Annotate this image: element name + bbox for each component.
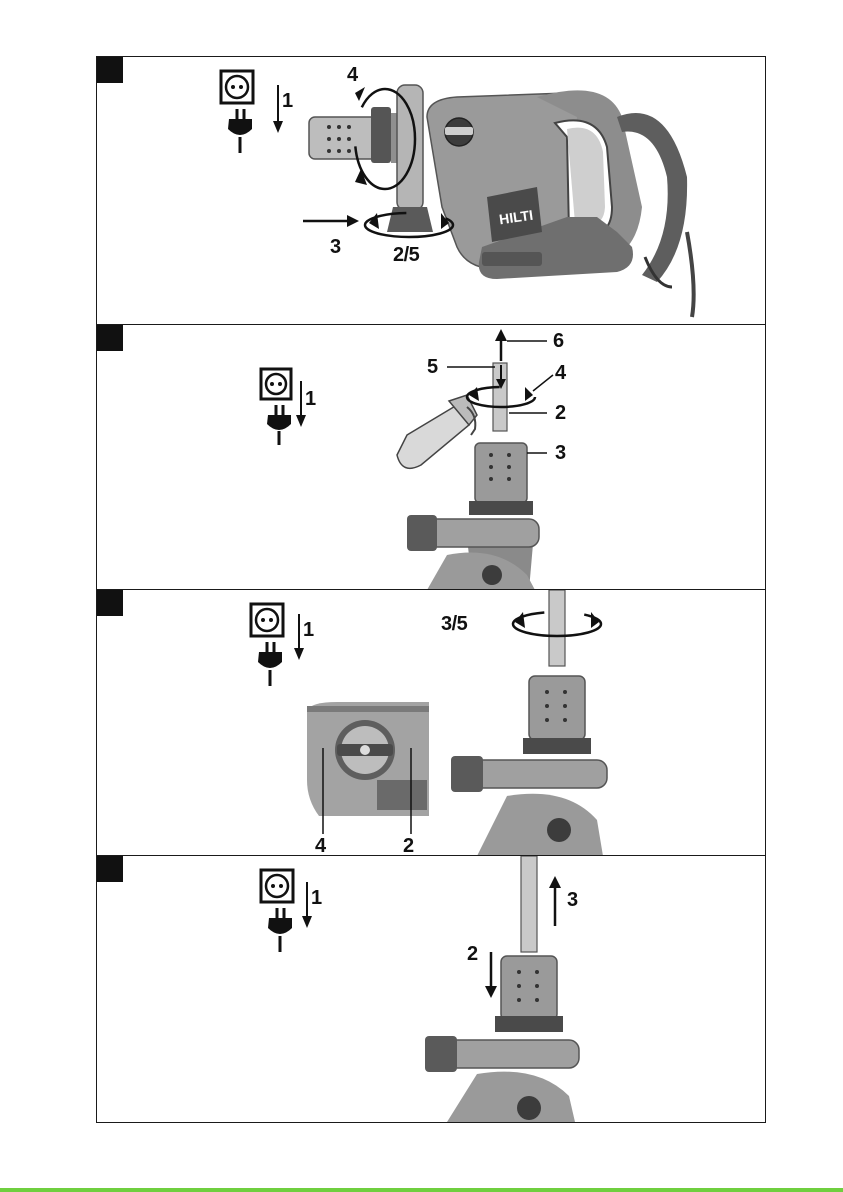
panel-2-illustration: 1 bbox=[97, 325, 765, 590]
figure-frame: 1 HILTI bbox=[96, 56, 766, 1123]
straight-arrow-icon bbox=[303, 215, 359, 227]
power-plug-icon bbox=[268, 908, 292, 952]
callout-4: 4 bbox=[315, 835, 327, 856]
callout-3: 3 bbox=[330, 236, 341, 258]
hammer-drill-illustration: HILTI bbox=[309, 85, 694, 317]
callout-2: 2 bbox=[403, 835, 414, 856]
power-socket-icon bbox=[261, 870, 293, 902]
callout-3-5: 3/5 bbox=[441, 613, 468, 635]
panel-3: 1 4 2 bbox=[97, 590, 765, 856]
power-plug-icon bbox=[258, 642, 282, 686]
callout-5: 5 bbox=[427, 356, 438, 378]
callout-2-5: 2/5 bbox=[393, 244, 420, 266]
callout-4: 4 bbox=[555, 362, 567, 384]
callout-1: 1 bbox=[303, 619, 314, 641]
power-socket-icon bbox=[251, 604, 283, 636]
chuck-illustration bbox=[407, 443, 539, 590]
panel-1-illustration: 1 HILTI bbox=[97, 57, 765, 325]
straight-arrow-icon bbox=[549, 876, 561, 926]
callout-2: 2 bbox=[467, 943, 478, 965]
callout-1: 1 bbox=[305, 388, 316, 410]
panel-4-illustration: 1 bbox=[97, 856, 765, 1122]
panel-1: 1 HILTI bbox=[97, 57, 765, 325]
straight-arrow-icon bbox=[495, 329, 507, 389]
power-plug-icon bbox=[228, 109, 252, 153]
callout-1: 1 bbox=[282, 90, 293, 112]
power-socket-icon bbox=[221, 71, 253, 103]
power-plug-icon bbox=[267, 405, 291, 445]
panel-2: 1 bbox=[97, 325, 765, 590]
straight-arrow-icon bbox=[485, 952, 497, 998]
panel-3-illustration: 1 4 2 bbox=[97, 590, 765, 856]
panel-4: 1 bbox=[97, 856, 765, 1122]
callout-3: 3 bbox=[567, 889, 578, 911]
power-socket-icon bbox=[261, 369, 291, 399]
callout-1: 1 bbox=[311, 887, 322, 909]
chuck-illustration bbox=[451, 590, 607, 856]
callout-3: 3 bbox=[555, 442, 566, 464]
grease-tube-illustration bbox=[397, 395, 477, 468]
callout-6: 6 bbox=[553, 330, 564, 352]
page-bottom-bar bbox=[0, 1188, 843, 1192]
callout-2: 2 bbox=[555, 402, 566, 424]
callout-4: 4 bbox=[347, 64, 359, 86]
mode-selector-inset bbox=[307, 702, 429, 834]
